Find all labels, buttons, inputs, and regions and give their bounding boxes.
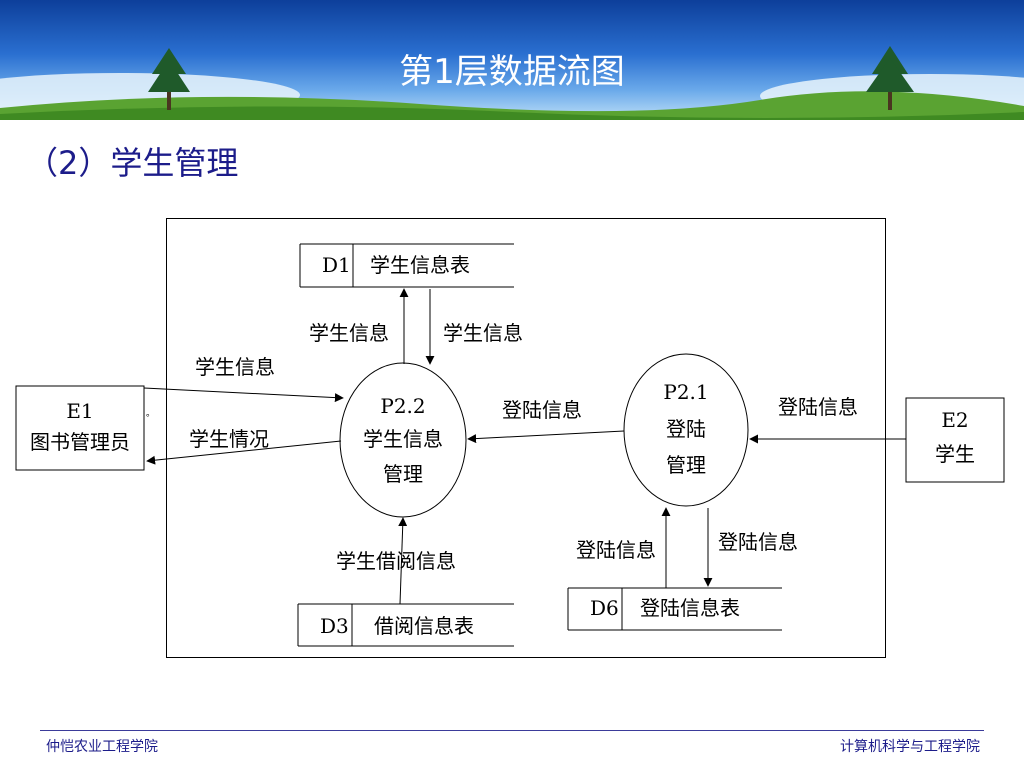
store-d3-shape bbox=[297, 603, 514, 647]
flow-e1-to-p22 bbox=[143, 387, 344, 403]
process-p21-line2: 管理 bbox=[666, 453, 706, 477]
entity-e1-id: E1 bbox=[66, 399, 94, 423]
process-p21-circle bbox=[623, 353, 749, 507]
flow-label-p22-to-e1: 学生情况 bbox=[189, 427, 269, 451]
entity-e2-id: E2 bbox=[941, 408, 969, 432]
section-heading: （2）学生管理 bbox=[26, 144, 239, 182]
title-banner: 第1层数据流图 bbox=[0, 0, 1024, 120]
pine-tree-left-icon bbox=[148, 48, 190, 110]
flow-label-p22-to-d1: 学生信息 bbox=[309, 321, 389, 345]
footer-school: 仲恺农业工程学院 bbox=[46, 739, 158, 755]
process-p22-line1: 学生信息 bbox=[363, 427, 443, 451]
store-d1-id: D1 bbox=[322, 253, 351, 277]
process-p22-circle bbox=[339, 362, 467, 518]
flow-label-d6-to-p21: 登陆信息 bbox=[576, 538, 656, 562]
entity-e2-name: 学生 bbox=[935, 442, 975, 466]
flow-label-e2-to-p21: 登陆信息 bbox=[778, 395, 858, 419]
process-p22-line2: 管理 bbox=[383, 462, 423, 486]
store-d3-name: 借阅信息表 bbox=[374, 614, 474, 638]
flow-p22-to-e1 bbox=[146, 440, 342, 465]
entity-e1-box bbox=[15, 385, 145, 471]
flow-label-p21-to-p22: 登陆信息 bbox=[502, 398, 582, 422]
flow-label-e1-to-p22: 学生信息 bbox=[195, 355, 275, 379]
banner-decoration bbox=[0, 46, 1024, 120]
store-d1-name: 学生信息表 bbox=[370, 253, 470, 277]
store-d6-name: 登陆信息表 bbox=[640, 596, 740, 620]
store-d6-id: D6 bbox=[590, 596, 619, 620]
stray-mark: 。 bbox=[146, 409, 155, 419]
entity-e2-box bbox=[905, 397, 1005, 483]
pine-tree-right-icon bbox=[866, 46, 914, 110]
store-d6-shape bbox=[567, 587, 782, 631]
footer-divider bbox=[40, 730, 984, 731]
flow-label-p21-to-d6: 登陆信息 bbox=[718, 530, 798, 554]
process-p21-line1: 登陆 bbox=[666, 417, 706, 441]
footer-department: 计算机科学与工程学院 bbox=[840, 739, 980, 755]
slide-title: 第1层数据流图 bbox=[399, 52, 625, 92]
diagram-frame bbox=[166, 218, 886, 658]
flow-label-d1-to-p22: 学生信息 bbox=[443, 321, 523, 345]
flow-label-d3-to-p22: 学生借阅信息 bbox=[336, 549, 456, 573]
entity-e1-name: 图书管理员 bbox=[30, 430, 130, 454]
flow-p21-to-p22 bbox=[467, 430, 625, 444]
flow-d3-to-p22 bbox=[398, 517, 408, 605]
store-d1-shape bbox=[299, 243, 514, 288]
store-d3-id: D3 bbox=[320, 614, 349, 638]
process-p22-id: P2.2 bbox=[380, 394, 426, 418]
process-p21-id: P2.1 bbox=[663, 380, 709, 404]
